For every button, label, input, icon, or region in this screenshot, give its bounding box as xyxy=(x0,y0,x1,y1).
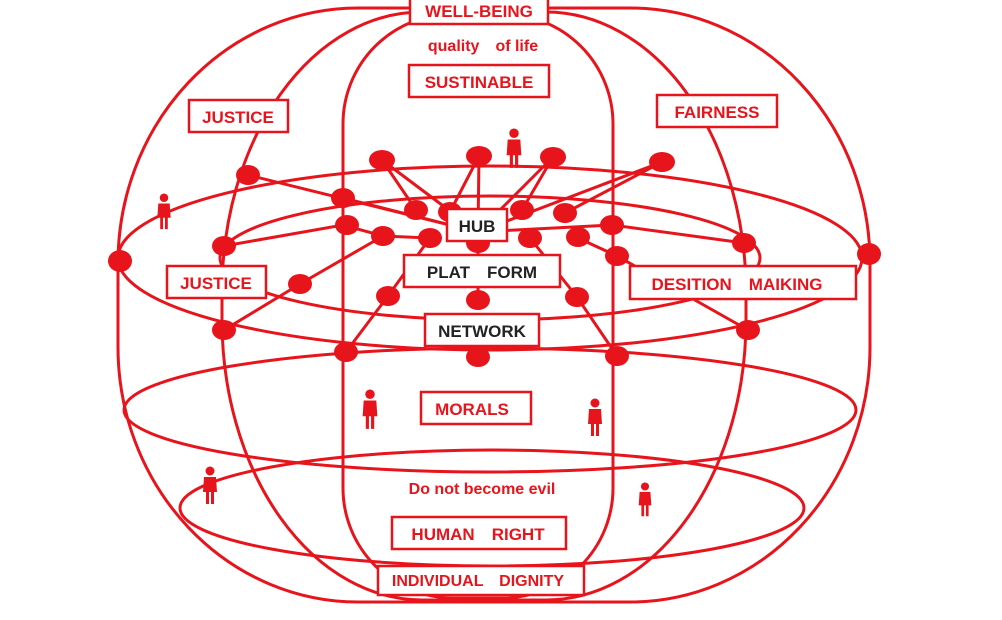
node-dot xyxy=(605,346,629,366)
node-dot xyxy=(418,228,442,248)
node-dot xyxy=(518,228,542,248)
node-dot xyxy=(605,246,629,266)
fairness-text: FAIRNESS xyxy=(674,103,759,122)
person-icon xyxy=(638,482,652,517)
node-dot xyxy=(404,200,428,220)
justice-mid-label: JUSTICE xyxy=(165,264,268,300)
network-nodes xyxy=(108,146,881,367)
latitude-ring-3 xyxy=(122,346,858,474)
node-dot xyxy=(565,287,589,307)
network-label: NETWORK xyxy=(423,312,541,348)
node-dot xyxy=(335,215,359,235)
well-being-text: WELL-BEING xyxy=(425,2,533,21)
justice-top-label: JUSTICE xyxy=(187,98,290,134)
node-dot xyxy=(331,188,355,208)
fairness-label: FAIRNESS xyxy=(655,93,779,129)
node-dot xyxy=(540,147,566,167)
node-dot xyxy=(553,203,577,223)
node-dot xyxy=(369,150,395,170)
platform-text: PLAT FORM xyxy=(427,263,537,282)
node-dot xyxy=(108,250,132,272)
network-text: NETWORK xyxy=(438,322,527,341)
node-dot xyxy=(212,320,236,340)
hub-label: HUB xyxy=(445,207,509,243)
node-dot xyxy=(510,200,534,220)
individual-dignity-text: INDIVIDUAL DIGNITY xyxy=(392,573,564,590)
node-dot xyxy=(236,165,260,185)
person-icon xyxy=(588,398,602,436)
person-icon xyxy=(157,193,171,230)
labels: WELL-BEING quality of life SUSTINABLE JU… xyxy=(165,0,858,597)
sustinable-text: SUSTINABLE xyxy=(425,73,534,92)
node-dot xyxy=(334,342,358,362)
node-dot xyxy=(466,347,490,367)
node-dot xyxy=(649,152,675,172)
node-dot xyxy=(371,226,395,246)
hub-text: HUB xyxy=(459,217,496,236)
node-dot xyxy=(857,243,881,265)
node-dot xyxy=(466,290,490,310)
node-dot xyxy=(466,146,492,166)
person-icon xyxy=(362,389,378,429)
do-not-become-evil-text: Do not become evil xyxy=(409,481,556,498)
justice-mid-text: JUSTICE xyxy=(180,274,252,293)
human-right-label: HUMAN RIGHT xyxy=(390,515,568,551)
desition-maiking-text: DESITION MAIKING xyxy=(652,275,823,294)
desition-maiking-label: DESITION MAIKING xyxy=(628,264,858,301)
justice-top-text: JUSTICE xyxy=(202,108,274,127)
node-dot xyxy=(600,215,624,235)
platform-label: PLAT FORM xyxy=(402,253,562,289)
node-dot xyxy=(288,274,312,294)
individual-dignity-label: INDIVIDUAL DIGNITY xyxy=(376,564,586,597)
node-dot xyxy=(736,320,760,340)
person-icon xyxy=(203,466,217,504)
morals-label: MORALS xyxy=(419,390,533,426)
node-dot xyxy=(212,236,236,256)
node-dot xyxy=(732,233,756,253)
quality-of-life-text: quality of life xyxy=(428,38,538,55)
well-being-label: WELL-BEING xyxy=(408,0,550,26)
node-dot xyxy=(566,227,590,247)
morals-text: MORALS xyxy=(435,400,509,419)
human-right-text: HUMAN RIGHT xyxy=(411,525,545,544)
node-dot xyxy=(376,286,400,306)
sustinable-label: SUSTINABLE xyxy=(407,63,551,99)
person-icon xyxy=(506,128,522,168)
